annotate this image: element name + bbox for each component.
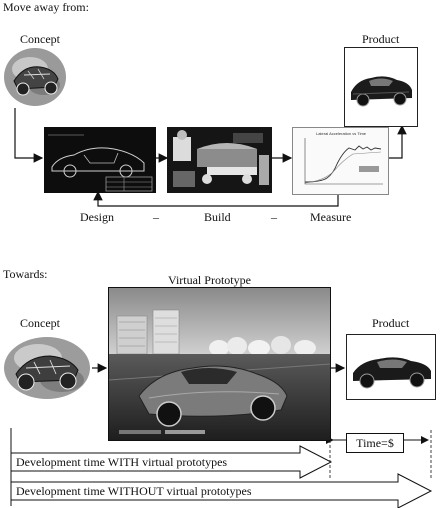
top-product-label: Product bbox=[362, 32, 400, 46]
with-virtual-prototypes-arrow bbox=[10, 445, 333, 479]
time-cost-label: Time=$ bbox=[356, 436, 394, 450]
product-car-photo-icon bbox=[353, 357, 431, 389]
bottom-product-image bbox=[346, 334, 436, 400]
concept-car-sketch-icon bbox=[4, 48, 66, 106]
top-concept-image bbox=[4, 47, 66, 107]
top-product-image bbox=[344, 47, 418, 127]
cad-drawing-icon bbox=[48, 134, 153, 192]
measure-chart-title: Lateral Acceleration vs Time bbox=[316, 131, 367, 136]
cycle-build-label: Build bbox=[204, 210, 231, 224]
design-cad-image bbox=[44, 127, 156, 193]
build-workshop-image bbox=[167, 127, 272, 193]
top-concept-label: Concept bbox=[20, 32, 60, 46]
virtual-prototype-image bbox=[108, 287, 331, 441]
without-virtual-prototypes-label: Development time WITHOUT virtual prototy… bbox=[16, 484, 252, 498]
cycle-dash-2: – bbox=[271, 210, 277, 224]
bottom-concept-image bbox=[4, 336, 90, 400]
measure-chart-image: Lateral Acceleration vs Time bbox=[292, 127, 389, 195]
without-virtual-prototypes-arrow bbox=[10, 473, 433, 508]
time-cost-box: Time=$ bbox=[346, 433, 404, 453]
measure-to-product-arrow bbox=[386, 124, 407, 159]
cycle-measure-label: Measure bbox=[310, 210, 352, 224]
concept-car-chassis-icon bbox=[4, 337, 90, 399]
bottom-concept-label: Concept bbox=[20, 316, 60, 330]
feedback-loop-arrow bbox=[93, 190, 339, 207]
cycle-design-label: Design bbox=[80, 210, 114, 224]
concept-to-design-arrow bbox=[14, 108, 44, 163]
virtual-prototype-label: Virtual Prototype bbox=[168, 273, 251, 287]
product-car-icon bbox=[351, 76, 412, 107]
top-heading: Move away from: bbox=[3, 0, 89, 14]
workshop-photo-icon bbox=[167, 127, 272, 193]
with-virtual-prototypes-label: Development time WITH virtual prototypes bbox=[16, 455, 228, 469]
bottom-heading: Towards: bbox=[3, 267, 48, 281]
measurement-chart-icon: Lateral Acceleration vs Time bbox=[304, 131, 383, 185]
virtual-scene-render-icon bbox=[109, 288, 330, 440]
bottom-product-label: Product bbox=[372, 316, 410, 330]
cycle-dash-1: – bbox=[153, 210, 159, 224]
